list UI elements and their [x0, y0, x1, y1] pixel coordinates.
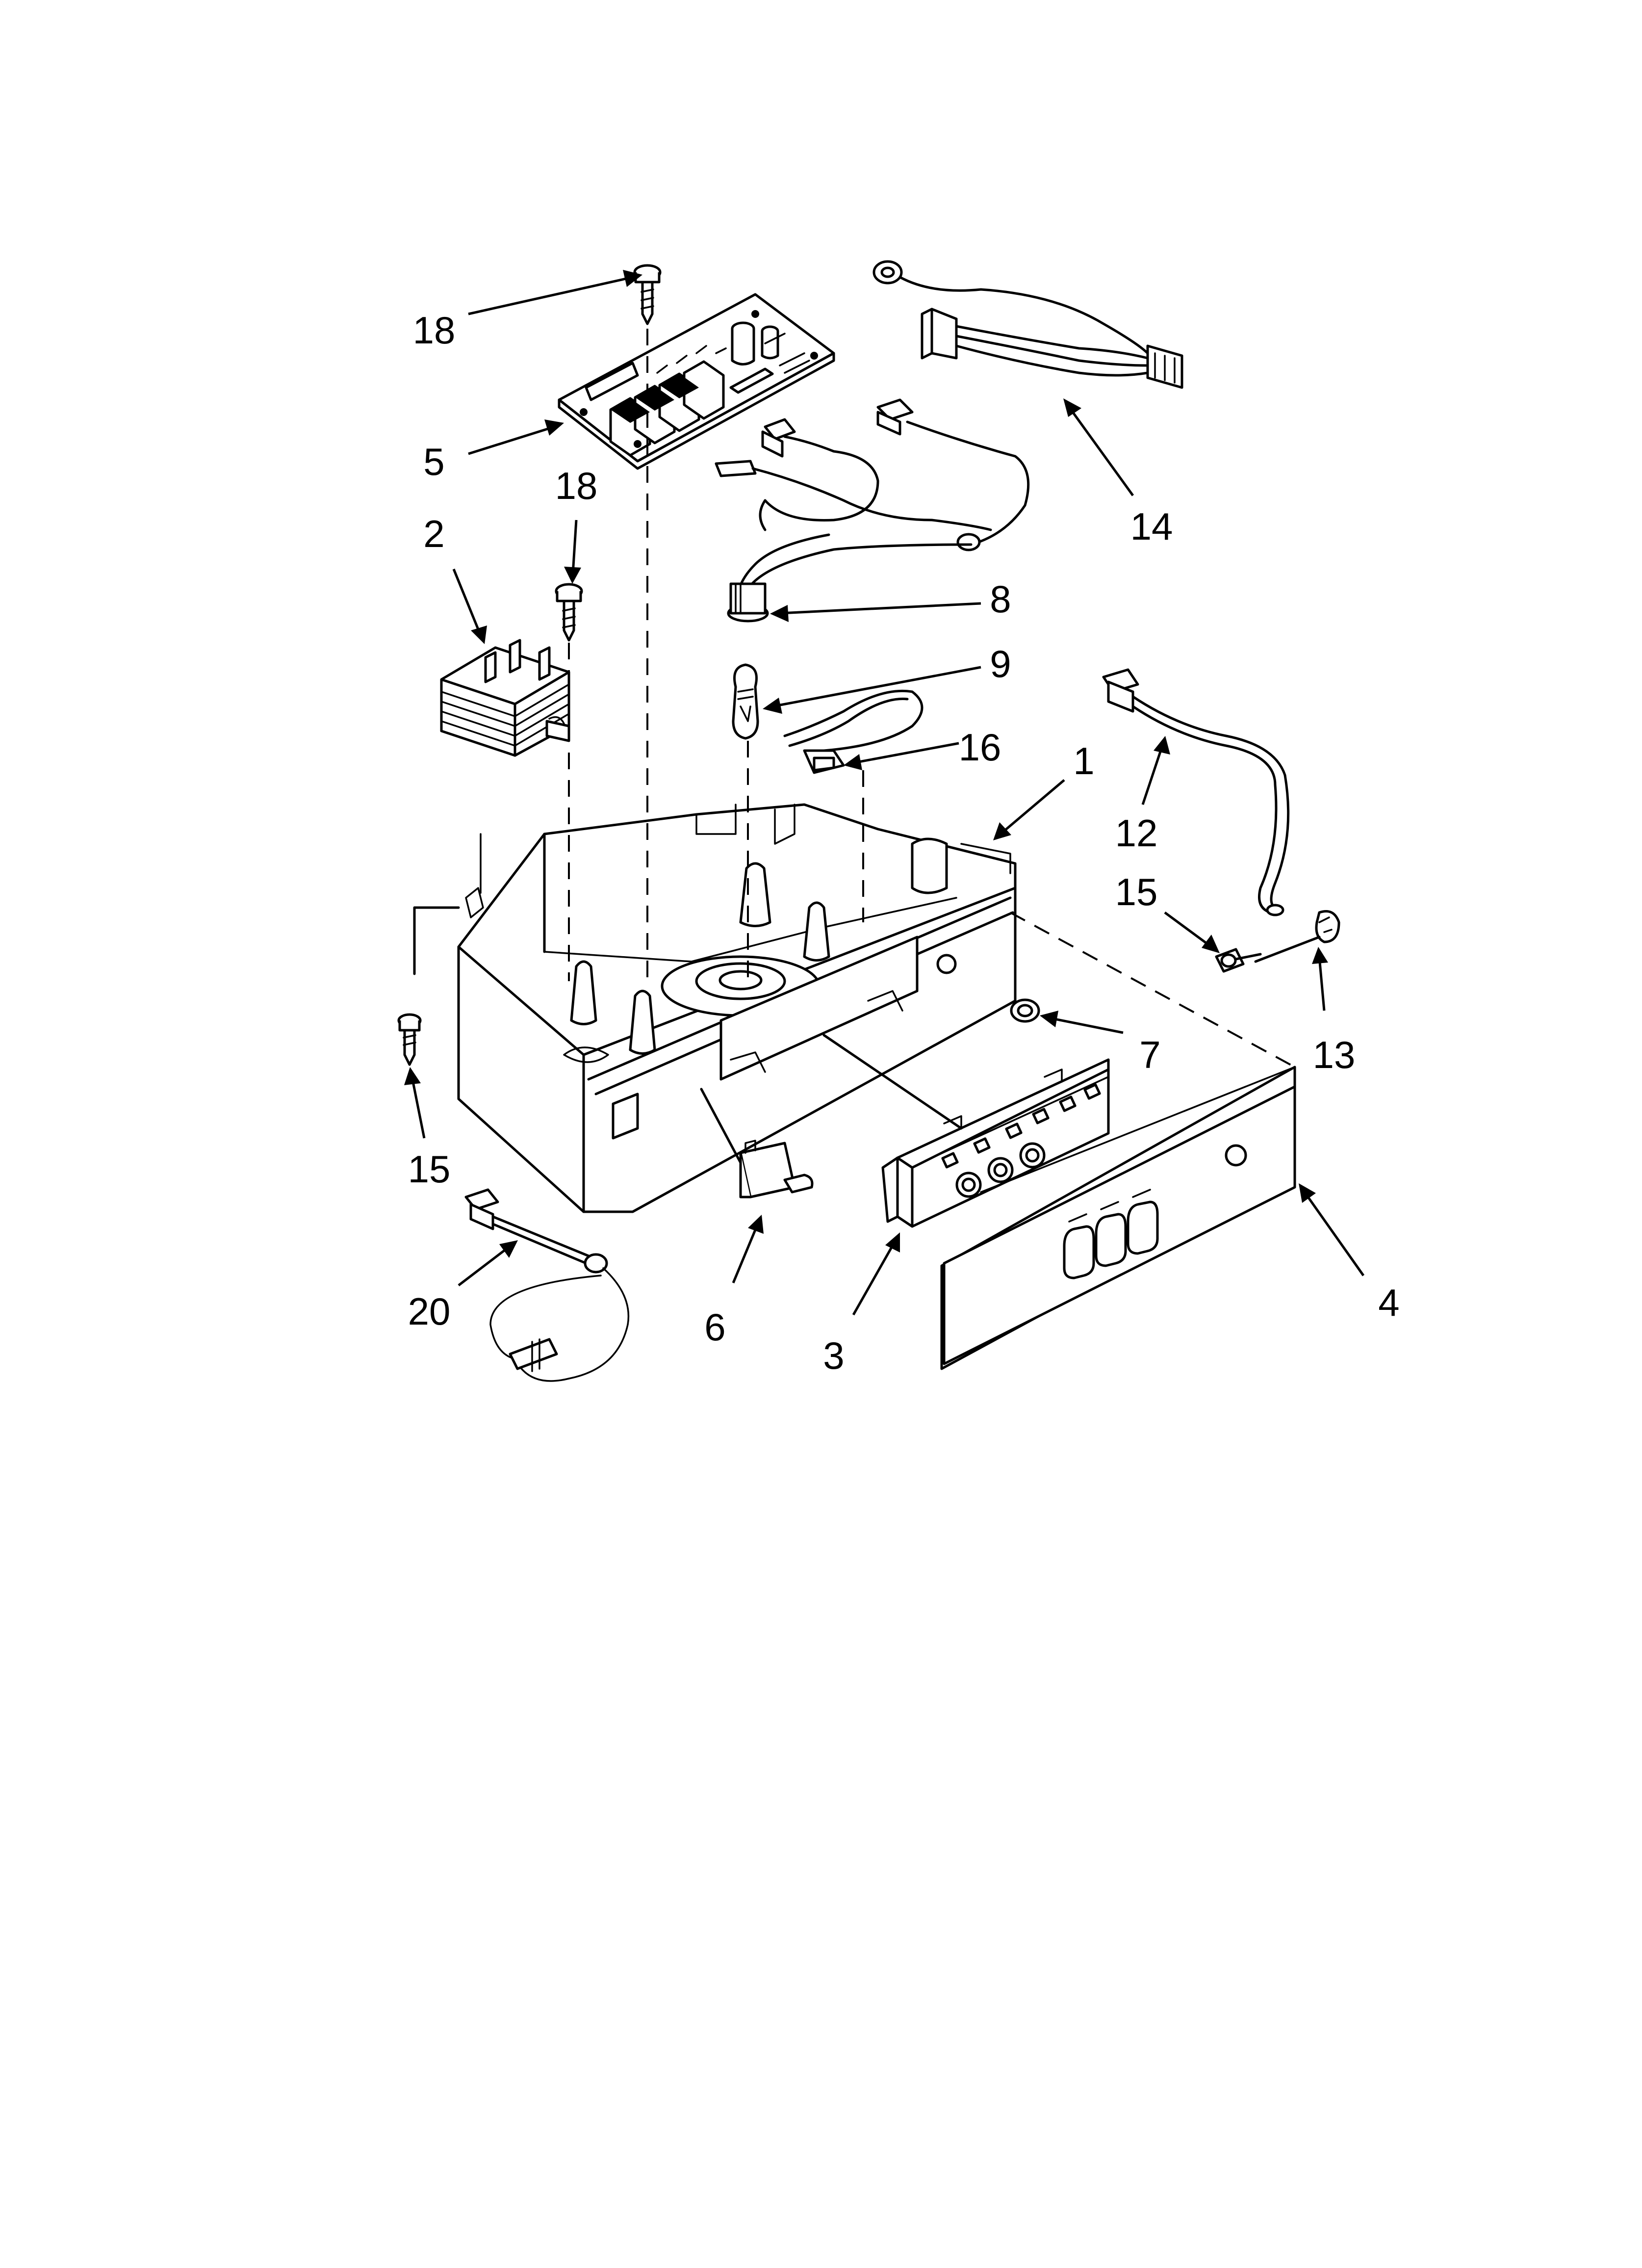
control-housing-icon: [457, 803, 1017, 1213]
callout-labels: 18 5 18 2 14 8 9 16 1 12 15 7 13 15 4 20 6 3: [408, 309, 1400, 1377]
lamp-socket-icon: [715, 398, 1030, 623]
door-switch-icon: [739, 1140, 814, 1199]
label-8: 8: [990, 577, 1011, 621]
label-7: 7: [1139, 1033, 1160, 1076]
label-9: 9: [990, 642, 1011, 685]
callout-arrows: [404, 270, 1365, 1316]
label-20: 20: [408, 1290, 451, 1333]
label-16: 16: [959, 726, 1001, 769]
transformer-icon: [440, 639, 570, 757]
bracket-line: [413, 906, 460, 975]
screw-icon: [555, 583, 583, 642]
assembly-line: [700, 1088, 742, 1164]
assembly-line: [822, 1034, 963, 1130]
label-3: 3: [823, 1334, 844, 1377]
overlay-icon: [943, 1085, 1296, 1365]
label-13: 13: [1313, 1033, 1356, 1076]
control-panel-icon: [881, 1058, 1110, 1228]
label-18-top: 18: [413, 309, 456, 352]
label-6: 6: [704, 1305, 725, 1349]
light-bulb-icon: [732, 663, 759, 740]
control-board-icon: [558, 293, 835, 470]
bushing-icon: [1010, 998, 1040, 1023]
label-15-right: 15: [1115, 870, 1158, 913]
label-15-left: 15: [408, 1147, 451, 1191]
wire-clamp-icon: [1254, 910, 1340, 963]
label-1: 1: [1073, 739, 1094, 782]
label-4: 4: [1378, 1281, 1399, 1324]
label-18-mid: 18: [555, 464, 598, 507]
screw-icon: [397, 1013, 422, 1066]
wire-harness-icon: [464, 1188, 630, 1382]
wire-harness-icon: [872, 260, 1183, 389]
label-5: 5: [423, 440, 444, 483]
label-14: 14: [1130, 505, 1173, 548]
label-2: 2: [423, 512, 444, 555]
label-12: 12: [1115, 811, 1158, 855]
wire-harness-icon: [1102, 668, 1290, 916]
screw-icon: [1215, 948, 1262, 973]
